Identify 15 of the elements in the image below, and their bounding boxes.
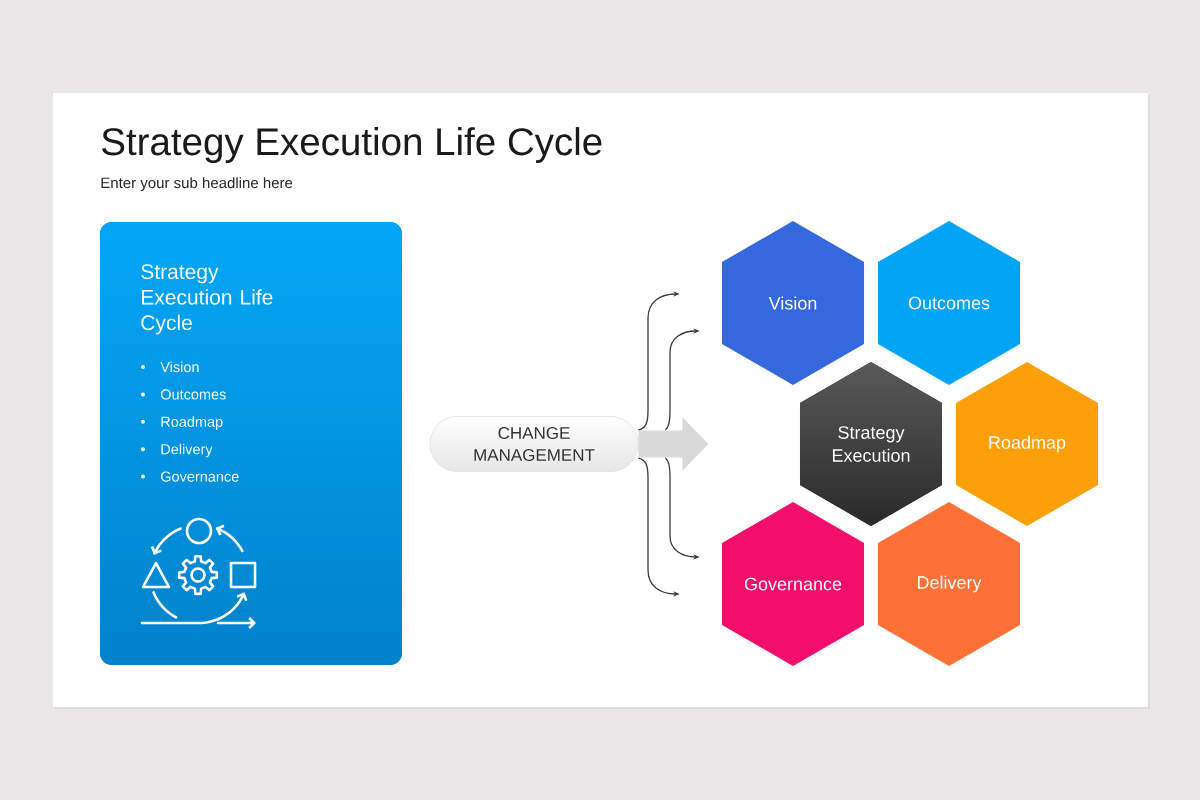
hexagon: Outcomes [878, 221, 1020, 385]
title: Strategy Execution Life Cycle [102, 127, 602, 163]
list-item: Delivery [161, 443, 213, 458]
hexagon: Roadmap [956, 362, 1098, 526]
hexagon: Delivery [878, 502, 1020, 666]
list-item: Vision [160, 361, 199, 373]
info-panel [100, 222, 402, 665]
subtitle: Enter your sub headline here [101, 177, 293, 192]
panel-heading: Strategy Execution Life Cycle [141, 264, 273, 335]
list-item: Outcomes [160, 389, 226, 400]
list-item: Governance [161, 471, 239, 482]
list-item: Roadmap [161, 416, 223, 430]
hexagon: Governance [722, 502, 864, 666]
hexagon: Vision [722, 221, 864, 385]
pill-box: CHANGE MANAGEMENT [429, 416, 639, 472]
